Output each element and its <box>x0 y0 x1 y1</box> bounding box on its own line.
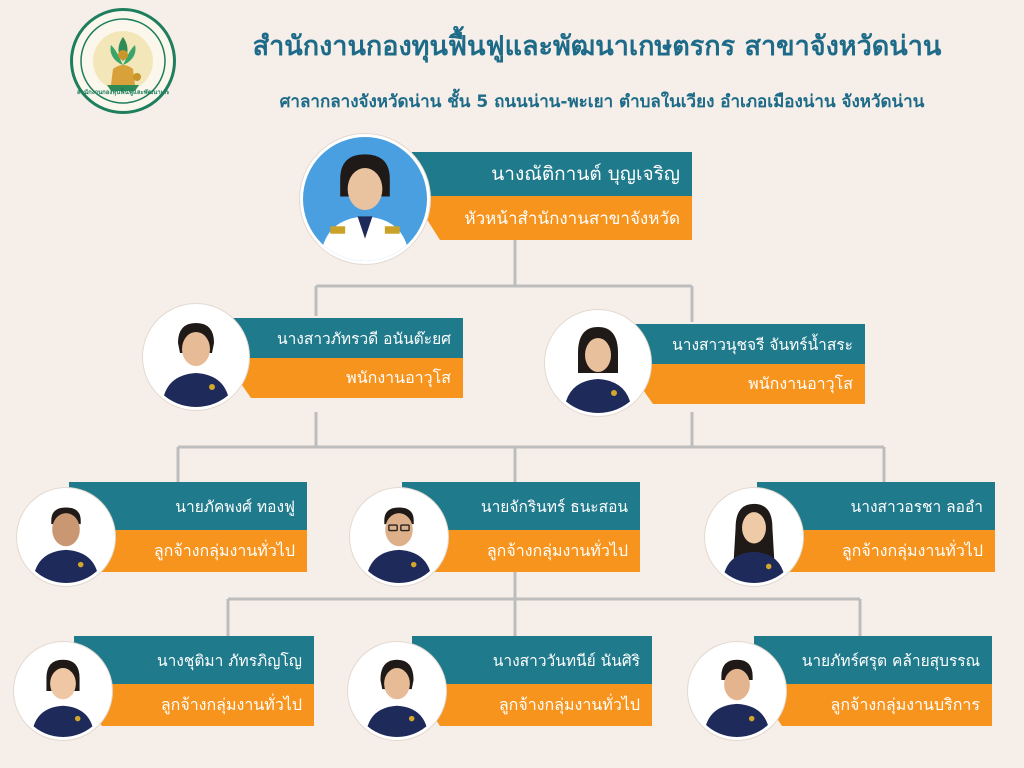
staff-name: นายภัทร์ศรุต คล้ายสุบรรณ <box>754 636 992 684</box>
woman-short-hair-portrait-icon <box>348 642 446 740</box>
staff-card: นางสาวนุชจรี จันทร์น้ำสระ พนักงานอาวุโส <box>545 310 865 416</box>
staff-role: ลูกจ้างกลุ่มงานทั่วไป <box>74 684 314 726</box>
woman-portrait-icon <box>143 304 249 410</box>
staff-role: ลูกจ้างกลุ่มงานทั่วไป <box>412 684 652 726</box>
staff-card-head: นางณัติกานต์ บุญเจริญ หัวหน้าสำนักงานสาข… <box>300 134 692 264</box>
staff-role: พนักงานอาวุโส <box>625 364 865 404</box>
staff-name: นางสาวนุชจรี จันทร์น้ำสระ <box>625 324 865 364</box>
staff-card: นางสาวภัทรวดี อนันต๊ะยศ พนักงานอาวุโส <box>143 304 463 410</box>
man-portrait-icon <box>688 642 786 740</box>
org-address: ศาลากลางจังหวัดน่าน ชั้น 5 ถนนน่าน-พะเยา… <box>279 92 925 112</box>
logo-text: สำนักงานกองทุนฟื้นฟูและพัฒนาเกษตรกร <box>77 89 169 96</box>
staff-card: นางสาววันทนีย์ นันศิริ ลูกจ้างกลุ่มงานทั… <box>348 636 652 740</box>
staff-card: นางสาวอรชา ลออำ ลูกจ้างกลุ่มงานทั่วไป <box>705 482 995 586</box>
staff-name: นางณัติกานต์ บุญเจริญ <box>412 152 692 196</box>
man-portrait-icon <box>17 488 115 586</box>
formal-woman-portrait-icon <box>300 134 430 264</box>
staff-name: นางสาวภัทรวดี อนันต๊ะยศ <box>223 318 463 358</box>
farmer-fund-seal-icon <box>80 18 166 104</box>
woman-long-hair-portrait-icon <box>705 488 803 586</box>
woman-portrait-icon <box>545 310 651 416</box>
staff-card: นายภัทร์ศรุต คล้ายสุบรรณ ลูกจ้างกลุ่มงาน… <box>688 636 992 740</box>
staff-name: นางชุติมา ภัทรภิญโญ <box>74 636 314 684</box>
woman-portrait-icon <box>14 642 112 740</box>
staff-role: พนักงานอาวุโส <box>223 358 463 398</box>
staff-role: หัวหน้าสำนักงานสาขาจังหวัด <box>412 196 692 240</box>
org-name-title: สำนักงานกองทุนฟื้นฟูและพัฒนาเกษตรกร สาขา… <box>252 31 942 62</box>
staff-card: นายจักรินทร์ ธนะสอน ลูกจ้างกลุ่มงานทั่วไ… <box>350 482 640 586</box>
staff-role: ลูกจ้างกลุ่มงานบริการ <box>754 684 992 726</box>
man-glasses-portrait-icon <box>350 488 448 586</box>
staff-role: ลูกจ้างกลุ่มงานทั่วไป <box>757 530 995 572</box>
staff-card: นางชุติมา ภัทรภิญโญ ลูกจ้างกลุ่มงานทั่วไ… <box>14 636 314 740</box>
staff-name: นางสาววันทนีย์ นันศิริ <box>412 636 652 684</box>
staff-card: นายภัคพงศ์ ทองฟู ลูกจ้างกลุ่มงานทั่วไป <box>17 482 307 586</box>
org-logo: สำนักงานกองทุนฟื้นฟูและพัฒนาเกษตรกร <box>70 8 176 114</box>
